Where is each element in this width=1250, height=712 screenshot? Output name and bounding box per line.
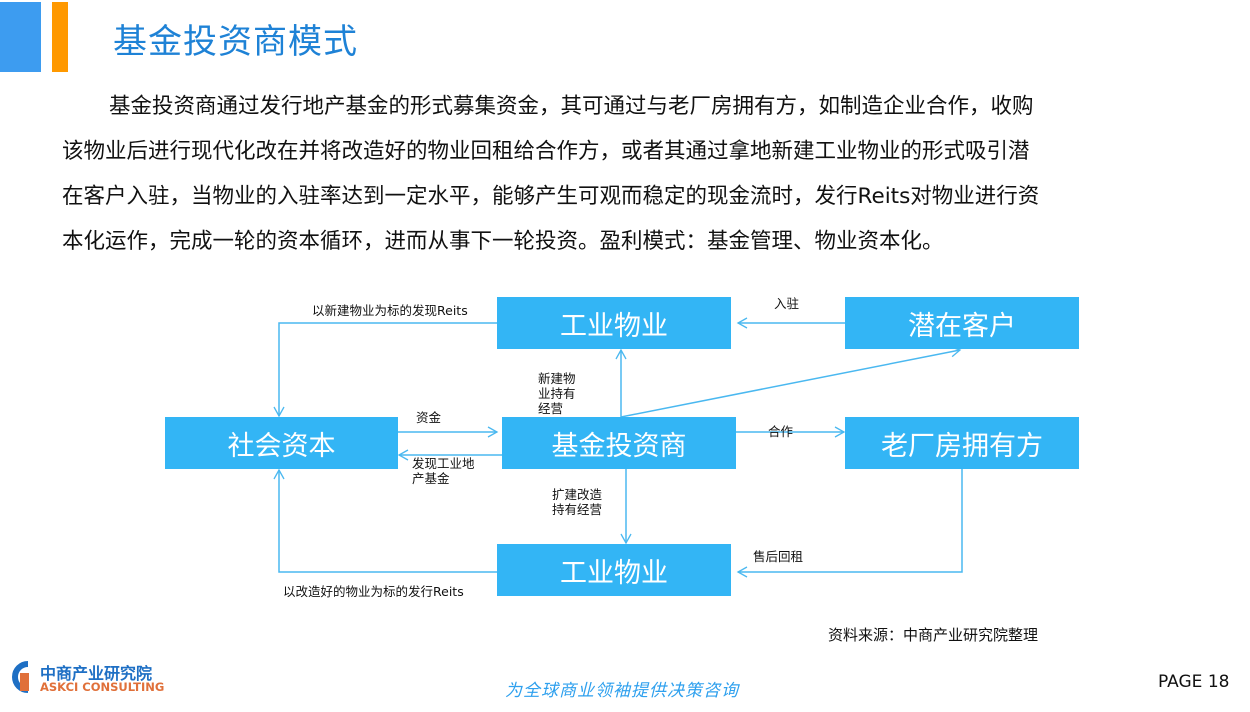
arrow-attract-clients (620, 346, 962, 418)
arrow-leaseback (736, 469, 963, 578)
page-title: 基金投资商模式 (113, 22, 358, 62)
header-accent-orange (52, 2, 68, 72)
logo-text-en: ASKCI CONSULTING (40, 680, 165, 694)
arrow-top-reits (273, 322, 497, 418)
box-industrial-property-bottom: 工业物业 (497, 544, 731, 596)
label-cooperate: 合作 (768, 424, 794, 439)
paragraph-line: 该物业后进行现代化改在并将改造好的物业回租给合作方，或者其通过拿地新建工业物业的… (62, 139, 1030, 164)
company-logo-icon (12, 661, 29, 693)
label-move-in: 入驻 (774, 296, 800, 311)
label-discover-fund: 发现工业地产基金 (412, 456, 475, 486)
footer-slogan: 为全球商业领袖提供决策咨询 (505, 681, 739, 701)
arrow-bottom-reits (273, 468, 497, 573)
paragraph-line: 在客户入驻，当物业的入驻率达到一定水平，能够产生可观而稳定的现金流时，发行Rei… (62, 184, 1040, 209)
box-potential-clients: 潜在客户 (845, 297, 1079, 349)
label-expand: 扩建改造持有经营 (552, 487, 603, 517)
page-number: PAGE 18 (1158, 672, 1230, 692)
label-leaseback: 售后回租 (753, 549, 804, 564)
box-industrial-property-top: 工业物业 (497, 297, 731, 349)
box-fund-investor: 基金投资商 (502, 417, 736, 469)
paragraph-line: 基金投资商通过发行地产基金的形式募集资金，其可通过与老厂房拥有方，如制造企业合作… (109, 94, 1034, 119)
source-note: 资料来源：中商产业研究院整理 (828, 626, 1039, 644)
label-bottom-reits: 以改造好的物业为标的发行Reits (283, 584, 464, 599)
header-accent-blue (0, 2, 41, 72)
label-top-reits: 以新建物业为标的发现Reits (312, 303, 468, 318)
label-funds: 资金 (416, 410, 442, 425)
label-new-build: 新建物业持有经营 (538, 371, 576, 416)
logo-text-cn: 中商产业研究院 (40, 664, 153, 683)
box-social-capital: 社会资本 (165, 417, 398, 469)
paragraph-line: 本化运作，完成一轮的资本循环，进而从事下一轮投资。盈利模式：基金管理、物业资本化… (62, 229, 944, 254)
box-old-factory-owner: 老厂房拥有方 (845, 417, 1079, 469)
